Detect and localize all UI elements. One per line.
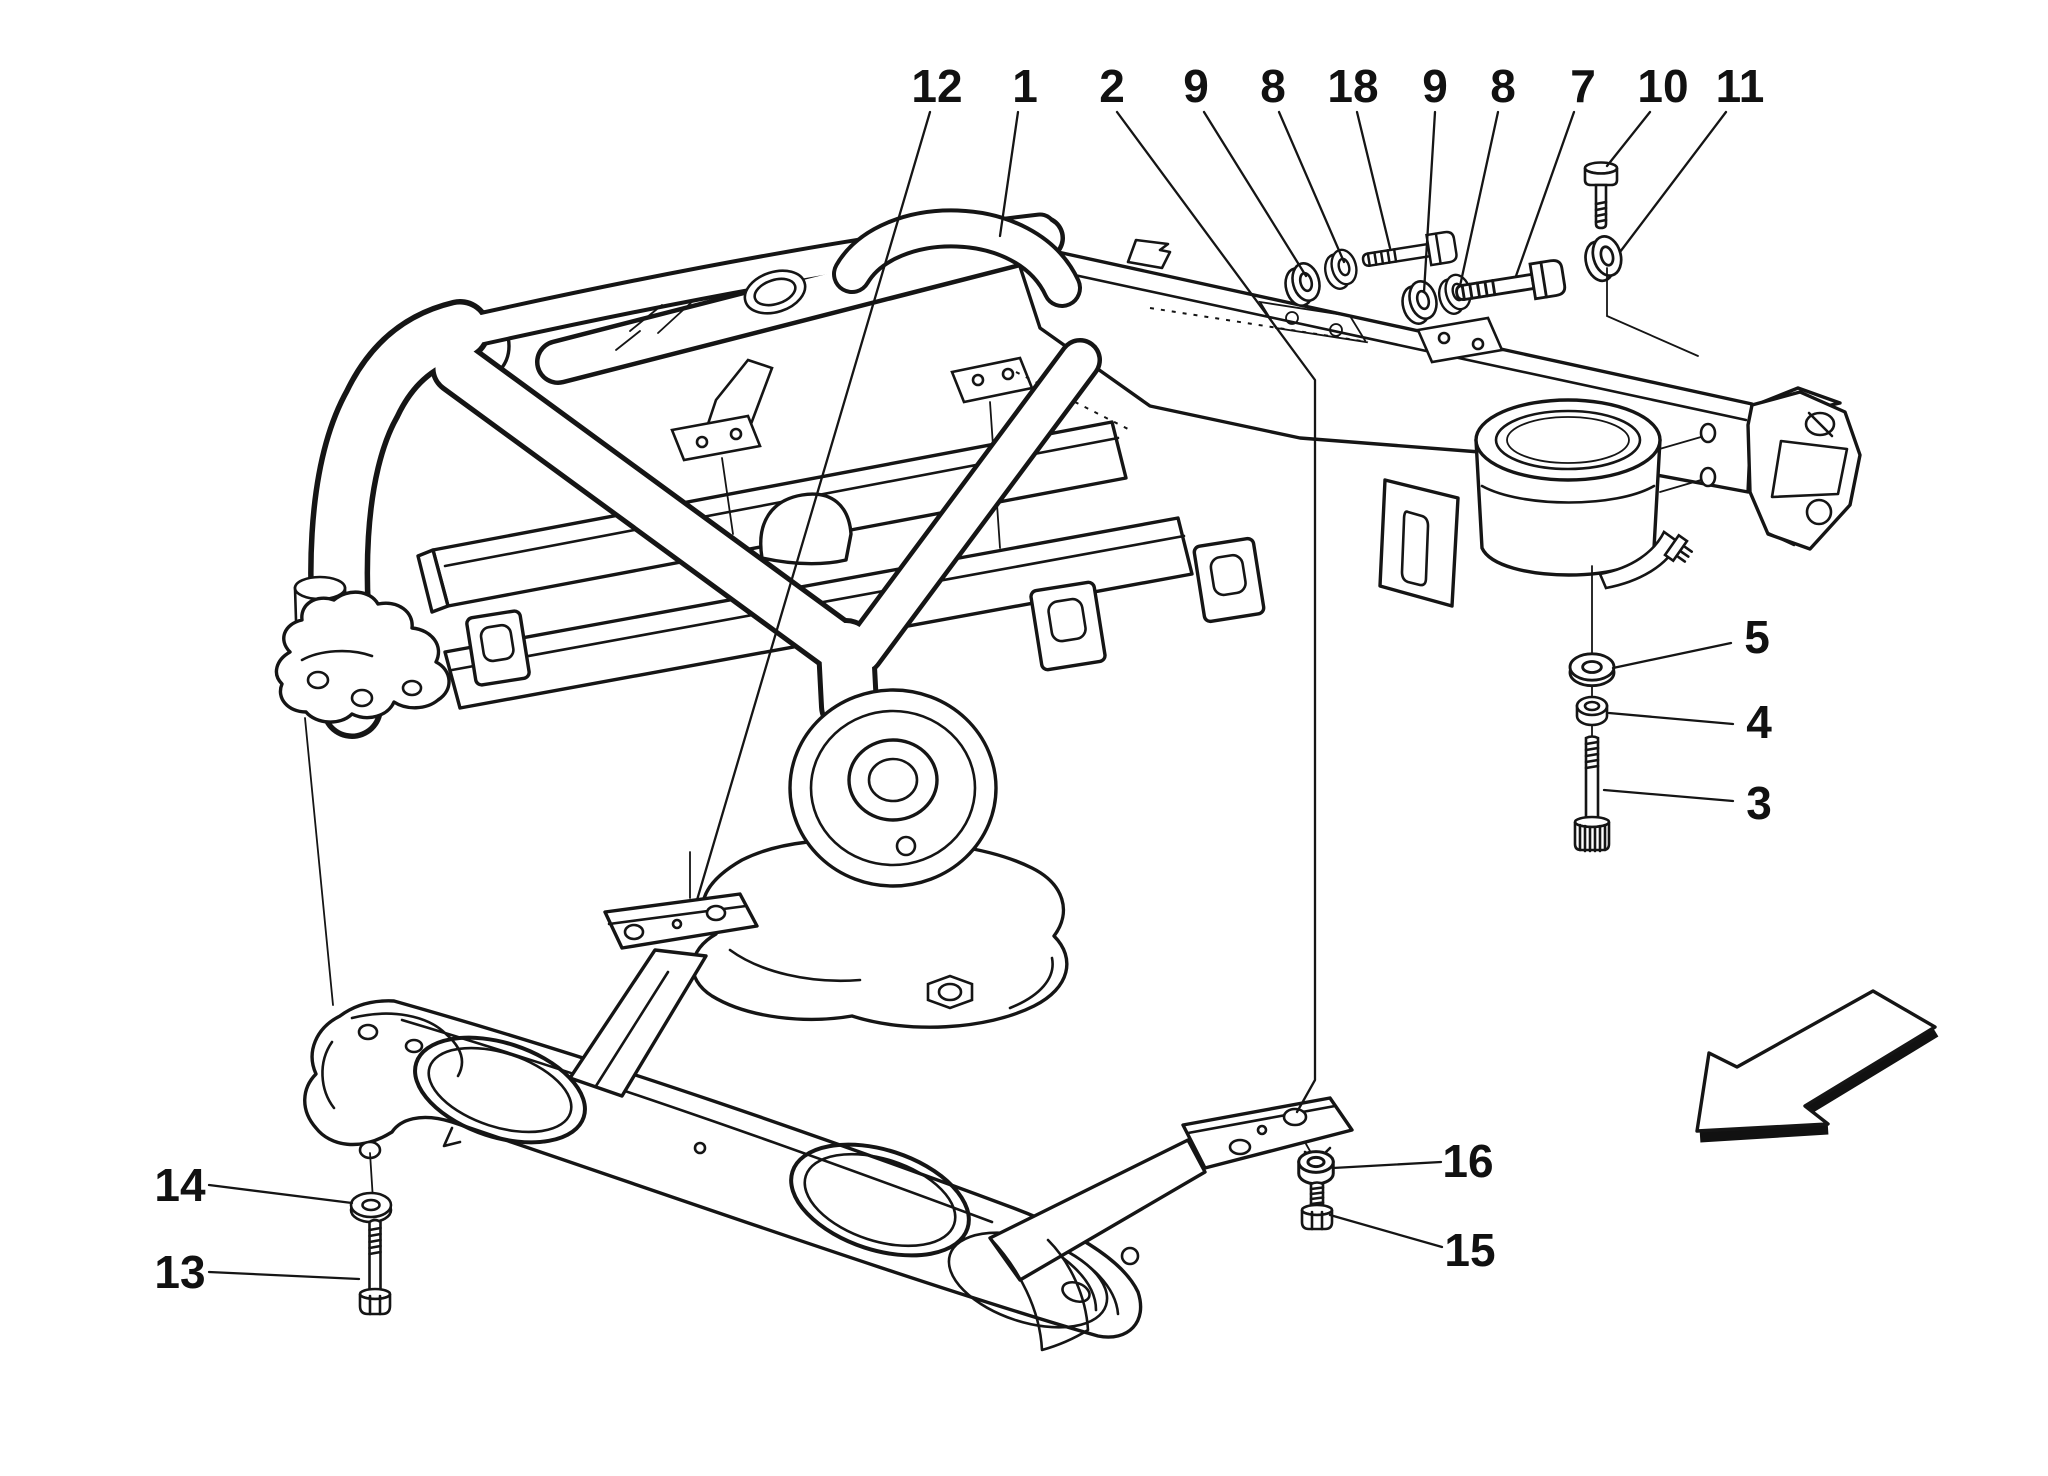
callout-leader-8 xyxy=(1458,110,1500,288)
callout-leader-11 xyxy=(1618,110,1728,254)
callout-label-4: 4 xyxy=(1746,696,1772,748)
bushing-housing xyxy=(1474,398,1694,737)
washer-9b xyxy=(1396,276,1443,328)
callout-leader-3 xyxy=(1602,788,1735,803)
callout-label-7: 7 xyxy=(1570,60,1596,112)
callout-leader-18 xyxy=(1355,110,1392,250)
beam-end-bracket xyxy=(1655,386,1862,551)
beam-gusset-plate xyxy=(1378,478,1460,608)
callout-label-11: 11 xyxy=(1716,60,1765,112)
callout-leader-9 xyxy=(1422,110,1437,294)
subframe-structure xyxy=(274,228,1862,737)
direction-arrow-shape xyxy=(1695,989,1937,1133)
callout-leader-5 xyxy=(1611,641,1733,670)
callout-leader-14 xyxy=(207,1183,354,1205)
bolt-13 xyxy=(358,1218,392,1316)
callout-label-18: 18 xyxy=(1327,60,1378,112)
callout-leader-9 xyxy=(1202,110,1308,278)
mounting-plate-left xyxy=(568,892,759,1098)
callout-leader-8 xyxy=(1277,110,1346,264)
hardware xyxy=(349,161,1699,1316)
washer-16 xyxy=(1297,1150,1335,1186)
callout-leader-10 xyxy=(1605,110,1652,168)
beam-pad xyxy=(1416,316,1504,364)
washer-5 xyxy=(1568,652,1616,688)
mount-block xyxy=(465,609,531,687)
arch-foot-flange xyxy=(274,590,451,724)
callout-leader-1 xyxy=(998,110,1020,238)
direction-arrow-icon xyxy=(1695,989,1939,1143)
bolt-7 xyxy=(1452,257,1568,313)
washer-11 xyxy=(1579,231,1628,286)
bolt-18 xyxy=(1359,229,1459,277)
callout-leader-4 xyxy=(1607,711,1735,726)
bolt-15 xyxy=(1300,1181,1334,1231)
callout-leader-16 xyxy=(1331,1160,1443,1170)
callout-leader-12 xyxy=(695,110,932,902)
bolt-3 xyxy=(1573,735,1611,853)
callout-label-15: 15 xyxy=(1444,1224,1495,1276)
mount-nut xyxy=(926,974,974,1010)
callout-label-9: 9 xyxy=(1183,60,1209,112)
callout-label-3: 3 xyxy=(1746,777,1772,829)
frame-tubes xyxy=(339,228,1080,708)
callout-label-12: 12 xyxy=(911,60,962,112)
callout-leader-13 xyxy=(207,1270,361,1281)
callout-label-5: 5 xyxy=(1744,611,1770,663)
callout-label-2: 2 xyxy=(1099,60,1125,112)
washer-14 xyxy=(349,1191,393,1224)
callout-label-8: 8 xyxy=(1490,60,1516,112)
callout-leader-7 xyxy=(1514,110,1576,278)
callout-label-14: 14 xyxy=(154,1159,206,1211)
spacer-4 xyxy=(1575,695,1609,727)
bolt-10 xyxy=(1583,161,1619,230)
support-gusset xyxy=(670,358,774,535)
callout-label-10: 10 xyxy=(1637,60,1688,112)
callout-label-8: 8 xyxy=(1260,60,1286,112)
lower-crossmember xyxy=(303,999,1143,1339)
callout-leader-2 xyxy=(1115,110,1317,1114)
callout-label-1: 1 xyxy=(1012,60,1038,112)
mount-bushing xyxy=(788,688,998,888)
callout-label-16: 16 xyxy=(1442,1135,1493,1187)
engine-mount xyxy=(691,688,1069,1029)
callout-leader-15 xyxy=(1328,1213,1444,1249)
mount-block xyxy=(1029,580,1107,672)
mounting-plate-right xyxy=(988,1096,1354,1352)
callout-label-13: 13 xyxy=(154,1246,205,1298)
callout-label-9: 9 xyxy=(1422,60,1448,112)
mount-block xyxy=(1192,536,1266,624)
